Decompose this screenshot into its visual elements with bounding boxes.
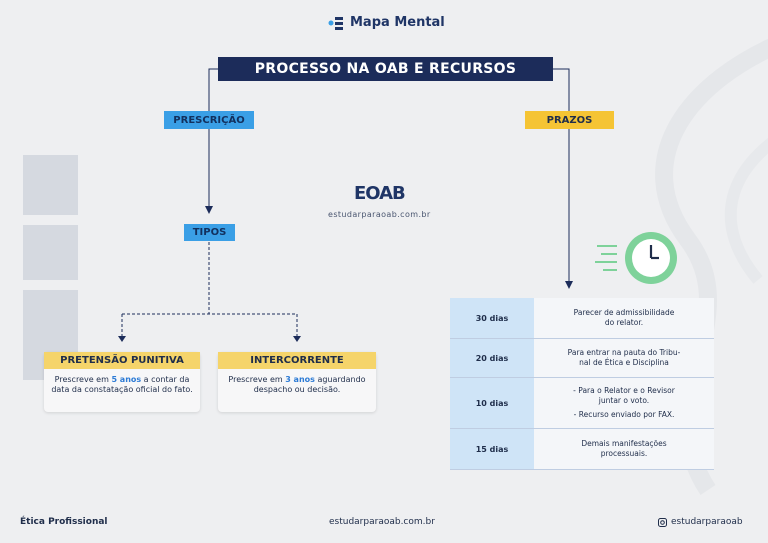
- connector-tipos: [121, 242, 298, 336]
- main-title: PROCESSO NA OAB E RECURSOS: [218, 57, 553, 81]
- days-cell: 30 dias: [450, 298, 534, 339]
- prazos-label: PRAZOS: [525, 111, 614, 129]
- center-logo-url: estudarparaoab.com.br: [328, 210, 431, 219]
- prescricao-label: PRESCRIÇÃO: [164, 111, 254, 129]
- card-intercorrente: INTERCORRENTE Prescreve em 3 anos aguard…: [218, 352, 376, 412]
- days-cell: 15 dias: [450, 428, 534, 470]
- center-logo: EOAB: [354, 183, 406, 204]
- connector-right: [553, 68, 573, 289]
- desc-cell: Para entrar na pauta do Tribu-nal de Éti…: [534, 338, 714, 378]
- card-title: PRETENSÃO PUNITIVA: [44, 352, 200, 369]
- connector-left: [205, 68, 218, 214]
- header: Mapa Mental: [328, 15, 445, 30]
- clock-icon: [595, 232, 677, 284]
- mind-map-icon: [328, 16, 343, 30]
- footer-url[interactable]: estudarparaoab.com.br: [329, 517, 435, 527]
- tipos-label: TIPOS: [184, 224, 235, 241]
- card-title: INTERCORRENTE: [218, 352, 376, 369]
- instagram-icon: [658, 517, 667, 527]
- header-title: Mapa Mental: [350, 15, 445, 30]
- footer-left: Ética Profissional: [20, 517, 108, 527]
- card-pretensao-punitiva: PRETENSÃO PUNITIVA Prescreve em 5 anos a…: [44, 352, 200, 412]
- table-row: 20 dias Para entrar na pauta do Tribu-na…: [450, 338, 714, 378]
- days-cell: 20 dias: [450, 338, 534, 378]
- footer-instagram[interactable]: estudarparaoab: [658, 517, 743, 527]
- card-body: Prescreve em 3 anos aguardando despacho …: [228, 375, 366, 395]
- days-cell: 10 dias: [450, 377, 534, 429]
- card-body: Prescreve em 5 anos a contar da data da …: [51, 375, 193, 395]
